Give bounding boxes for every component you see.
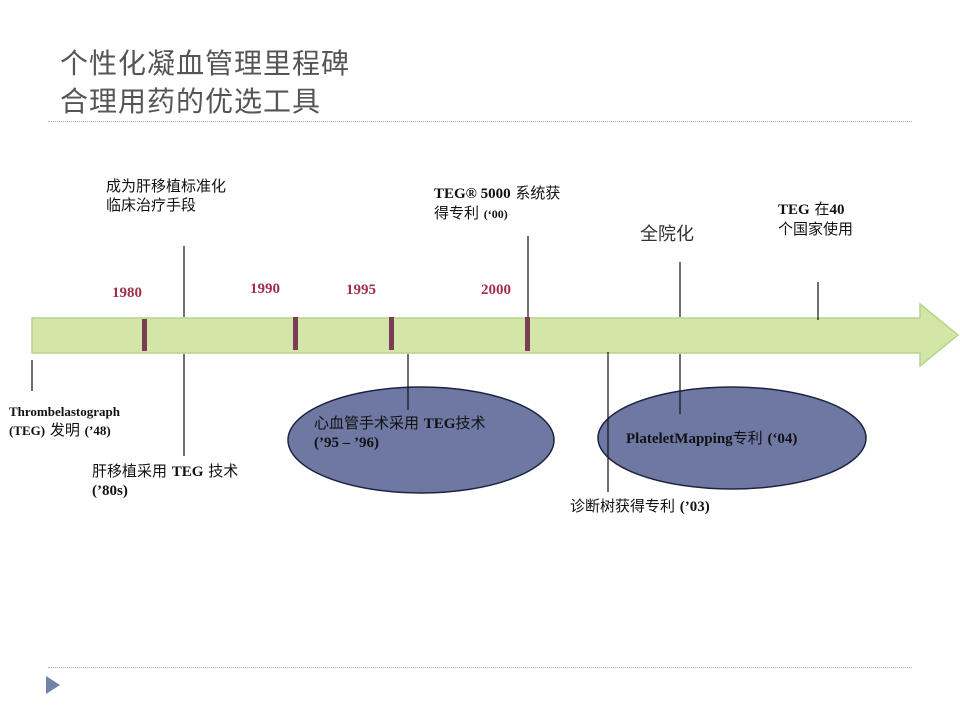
cardiac-ellipse xyxy=(287,386,555,494)
event-liver-transplant: 肝移植采用 TEG 技术 (’80s) xyxy=(92,462,238,501)
event-platelet: PlateletMapping专利 (‘04) xyxy=(626,429,797,449)
event-liver-standard-line1: 成为肝移植标准化 xyxy=(106,177,227,195)
year-label-1995: 1995 xyxy=(346,282,376,298)
event-platelet-cn: 专利 xyxy=(732,429,768,447)
event-cardiac: 心血管手术采用 TEG技术 (’95 – ’96) xyxy=(314,414,485,453)
event-invention-cn: 发明 xyxy=(45,421,85,439)
year-label-2000: 2000 xyxy=(481,282,511,298)
event-countries-line2: 个国家使用 xyxy=(778,220,854,238)
event-platelet-year: (‘04) xyxy=(767,431,798,447)
event-diagnostic-tree: 诊断树获得专利 (’03) xyxy=(570,497,710,517)
event-invention-bold2: (TEG) xyxy=(9,423,46,438)
year-label-1990: 1990 xyxy=(250,281,280,297)
event-teg5000-cn1: 系统获 xyxy=(510,184,561,202)
event-countries-bold2: 40 xyxy=(829,202,845,218)
event-countries: TEG 在40 个国家使用 xyxy=(778,200,853,239)
slide-corner-triangle-icon xyxy=(46,676,60,694)
platelet-ellipse xyxy=(597,386,867,490)
tick-2000 xyxy=(525,317,530,351)
event-liver-standard: 成为肝移植标准化 临床治疗手段 xyxy=(106,177,226,215)
event-liver-transplant-cn: 肝移植采用 xyxy=(92,462,172,480)
event-countries-cn1: 在 xyxy=(809,200,830,218)
year-label-1980: 1980 xyxy=(112,285,142,301)
event-teg5000: TEG® 5000 系统获 得专利 (‘00) xyxy=(434,184,560,224)
event-platelet-bold: PlateletMapping xyxy=(626,431,733,447)
event-teg5000-cn2: 得专利 xyxy=(434,204,484,222)
tick-1990 xyxy=(293,317,298,350)
event-countries-bold1: TEG xyxy=(778,202,810,218)
event-diagnostic-tree-cn: 诊断树获得专利 xyxy=(570,497,680,515)
footer-divider xyxy=(48,667,912,668)
slide-title-line1: 个性化凝血管理里程碑 xyxy=(60,47,351,80)
event-invention-bold1: Thrombelastograph xyxy=(9,404,120,419)
event-liver-standard-line2: 临床治疗手段 xyxy=(106,196,197,214)
title-divider xyxy=(48,121,912,122)
event-hospital: 全院化 xyxy=(640,224,694,245)
event-liver-transplant-bold: TEG xyxy=(171,464,204,480)
event-liver-transplant-cn2: 技术 xyxy=(203,462,239,480)
event-cardiac-bold: TEG xyxy=(423,416,456,432)
event-liver-transplant-year: (’80s) xyxy=(92,483,128,499)
event-cardiac-year: (’95 – ’96) xyxy=(314,435,379,451)
event-teg5000-bold: TEG® 5000 xyxy=(434,186,511,202)
event-cardiac-cn: 心血管手术采用 xyxy=(314,414,424,432)
event-invention: Thrombelastograph (TEG) 发明 (’48) xyxy=(9,402,120,440)
tick-1980 xyxy=(142,319,147,351)
event-diagnostic-tree-year: (’03) xyxy=(679,499,710,515)
event-invention-year: (’48) xyxy=(84,423,111,438)
tick-1995 xyxy=(389,317,394,350)
event-teg5000-year: (‘00) xyxy=(483,207,508,221)
timeline-arrow xyxy=(31,302,960,368)
event-cardiac-cn2: 技术 xyxy=(455,414,486,432)
slide-title-line2: 合理用药的优选工具 xyxy=(60,85,322,118)
